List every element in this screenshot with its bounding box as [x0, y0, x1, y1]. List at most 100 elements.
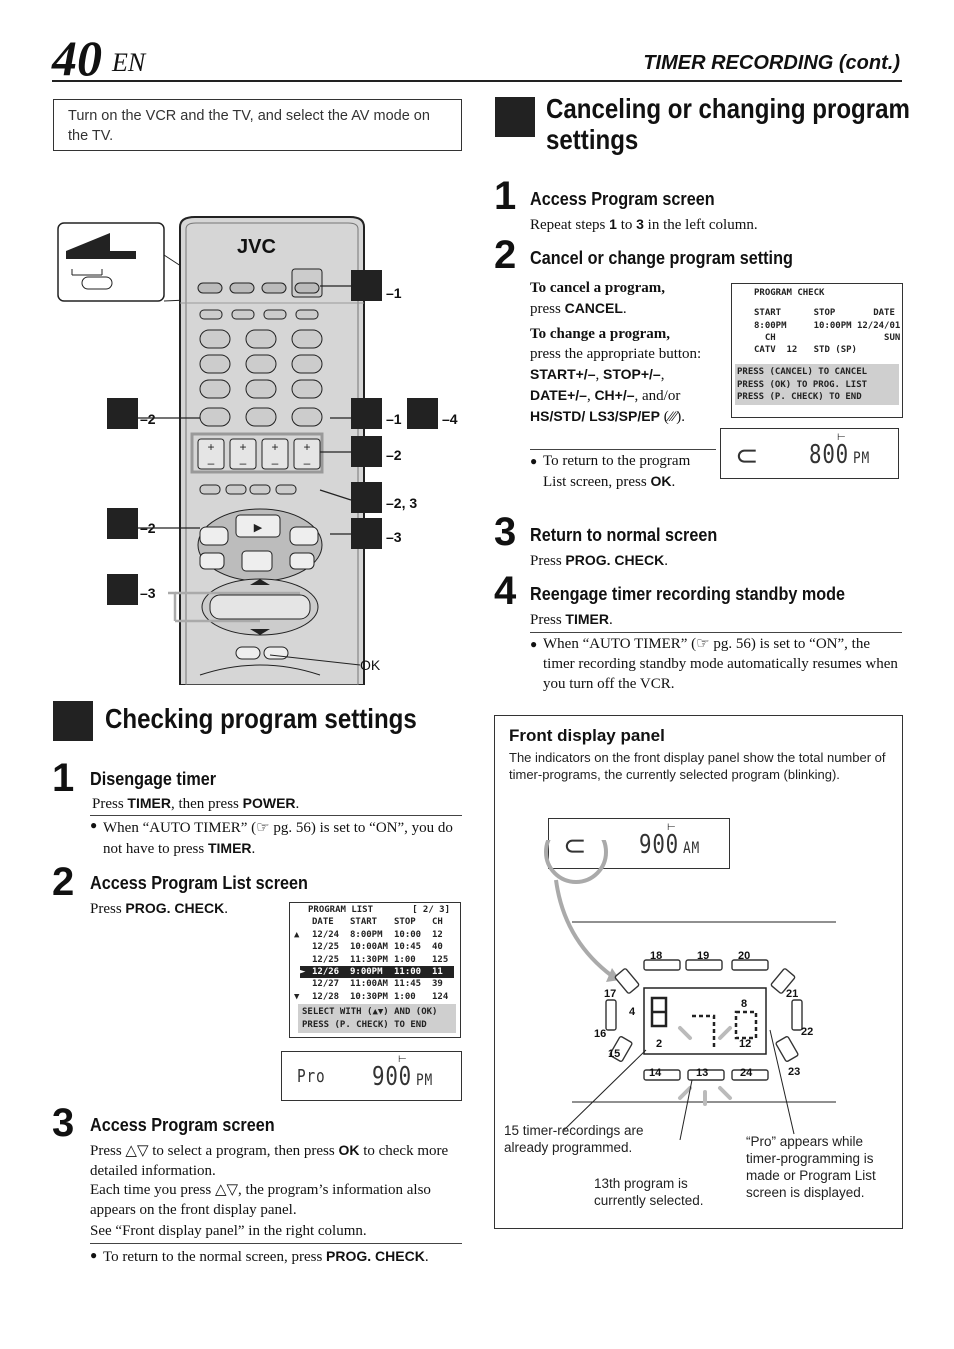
callout-box [351, 398, 382, 429]
svg-text:+: + [271, 440, 278, 454]
step-text: Press PROG. CHECK. [530, 552, 668, 569]
callout-label: –3 [140, 585, 156, 601]
section-marker [53, 701, 93, 741]
step-number: 2 [52, 860, 75, 904]
caption-pro: “Pro” appears while timer-programming is… [746, 1134, 876, 1200]
checking-title: Checking program settings [105, 703, 417, 734]
program-list-footer: SELECT WITH (▲▼) AND (OK) PRESS (P. CHEC… [298, 1004, 456, 1033]
svg-text:+: + [303, 440, 310, 454]
program-list-cell-date: 12/26 [312, 966, 340, 977]
timer-icon: ⊢ [837, 432, 846, 443]
program-list-cell-mark: ► [300, 966, 306, 977]
bullet-icon: ● [90, 1248, 98, 1262]
program-list-cell-ch: 40 [432, 942, 443, 953]
step-note: To return to the normal screen, press PR… [103, 1248, 429, 1265]
svg-text:+: + [207, 440, 214, 454]
display-time: 900 [639, 830, 679, 860]
step-heading: Return to normal screen [530, 525, 718, 545]
front-display-900am: ⊂ 900 AM ⊢ [548, 818, 730, 869]
step-number: 1 [52, 756, 75, 800]
program-list-cell-stop: 10:45 [394, 942, 422, 953]
indicator-number: 17 [604, 988, 617, 1000]
program-list-cell-date: 12/28 [312, 991, 340, 1002]
indicator-number: 16 [594, 1028, 607, 1040]
header-rule [52, 80, 902, 82]
program-list-cell-stop: 11:45 [394, 979, 422, 990]
program-list-cell-start: 11:30PM [350, 954, 388, 965]
section-title: TIMER RECORDING (cont.) [643, 52, 900, 74]
step-heading: Reengage timer recording standby mode [530, 584, 846, 604]
section-marker [495, 97, 535, 137]
indicator-number: 4 [629, 1006, 636, 1018]
indicator-number: 21 [786, 988, 799, 1000]
program-list-cell-mark: ▲ [294, 929, 300, 940]
program-list-cell-date: 12/24 [312, 929, 340, 940]
indicator-number: 15 [608, 1048, 621, 1060]
remote-brand: JVC [237, 236, 276, 258]
program-list-cell-start: 9:00PM [350, 966, 383, 977]
rule [90, 815, 462, 816]
front-panel-title: Front display panel [509, 726, 665, 745]
svg-text:+: + [239, 440, 246, 454]
canceling-title: Canceling or changing program settings [546, 93, 910, 155]
display-arc-icon: ⊂ [563, 829, 587, 862]
step-note: When “AUTO TIMER” (☞ pg. 56) is set to “… [103, 820, 453, 857]
step-number: 3 [494, 510, 517, 554]
cancel-instructions: To cancel a program, press CANCEL. [530, 280, 665, 317]
program-list-cell-ch: 39 [432, 979, 443, 990]
step-text: Press TIMER, then press POWER. [92, 795, 300, 812]
bullet-icon: ● [530, 454, 538, 468]
callout-box [351, 518, 382, 549]
timer-icon: ⊢ [667, 822, 676, 833]
callout-label: –2, 3 [386, 495, 418, 511]
front-panel-desc: The indicators on the front display pane… [509, 750, 886, 782]
indicator-number: 19 [697, 950, 710, 962]
display-ampm: PM [853, 448, 871, 467]
step-number: 1 [494, 174, 517, 218]
front-display-pro: Pro 900 PM ⊢ [281, 1051, 462, 1101]
program-list-cell-start: 10:30PM [350, 991, 388, 1002]
step-heading: Access Program screen [530, 189, 715, 209]
step-text: See “Front display panel” in the right c… [90, 1223, 367, 1239]
callout-box [107, 398, 138, 429]
program-list-screen: PROGRAM LIST[ 2/ 3] DATE START STOP CH ▲… [289, 902, 461, 1038]
program-list-cell-date: 12/25 [312, 954, 340, 965]
step-heading: Cancel or change program setting [530, 248, 793, 268]
program-list-cell-stop: 10:00 [394, 929, 422, 940]
svg-text:▶: ▶ [254, 522, 263, 534]
callout-label: –1 [386, 285, 402, 301]
change-instructions: To change a program, press the appropria… [530, 326, 702, 425]
caption-selected: 13th program is currently selected. [594, 1176, 704, 1208]
rule [90, 1243, 462, 1244]
program-check-screen: PROGRAM CHECK START STOP DATE 8:00PM 10:… [731, 283, 903, 418]
program-list-cell-start: 11:00AM [350, 979, 388, 990]
program-list-cell-ch: 125 [432, 954, 449, 965]
program-check-footer: PRESS (CANCEL) TO CANCEL PRESS (OK) TO P… [735, 364, 899, 406]
display-time: 800 [809, 440, 849, 470]
callout-box [407, 398, 438, 429]
step-text: Each time you press △▽, the program’s in… [90, 1182, 431, 1218]
step-heading: Access Program screen [90, 1115, 275, 1135]
program-list-cell-start: 8:00PM [350, 929, 383, 940]
step-heading: Access Program List screen [90, 873, 308, 893]
svg-text:–: – [240, 456, 247, 470]
indicator-number: 23 [788, 1066, 801, 1078]
program-list-cell-ch: 124 [432, 991, 449, 1002]
callout-label: –3 [386, 529, 402, 545]
indicator-diagram [544, 840, 836, 1140]
svg-text:–: – [272, 456, 279, 470]
display-ampm: PM [416, 1070, 434, 1089]
front-panel-box [494, 715, 903, 1229]
program-list-cell-start: 10:00AM [350, 942, 388, 953]
step-note: When “AUTO TIMER” (☞ pg. 56) is set to “… [543, 636, 898, 692]
program-list-cell-stop: 11:00 [394, 966, 422, 977]
front-display-800: ⊂ 800 PM ⊢ [720, 428, 899, 479]
display-ampm: AM [683, 838, 701, 857]
